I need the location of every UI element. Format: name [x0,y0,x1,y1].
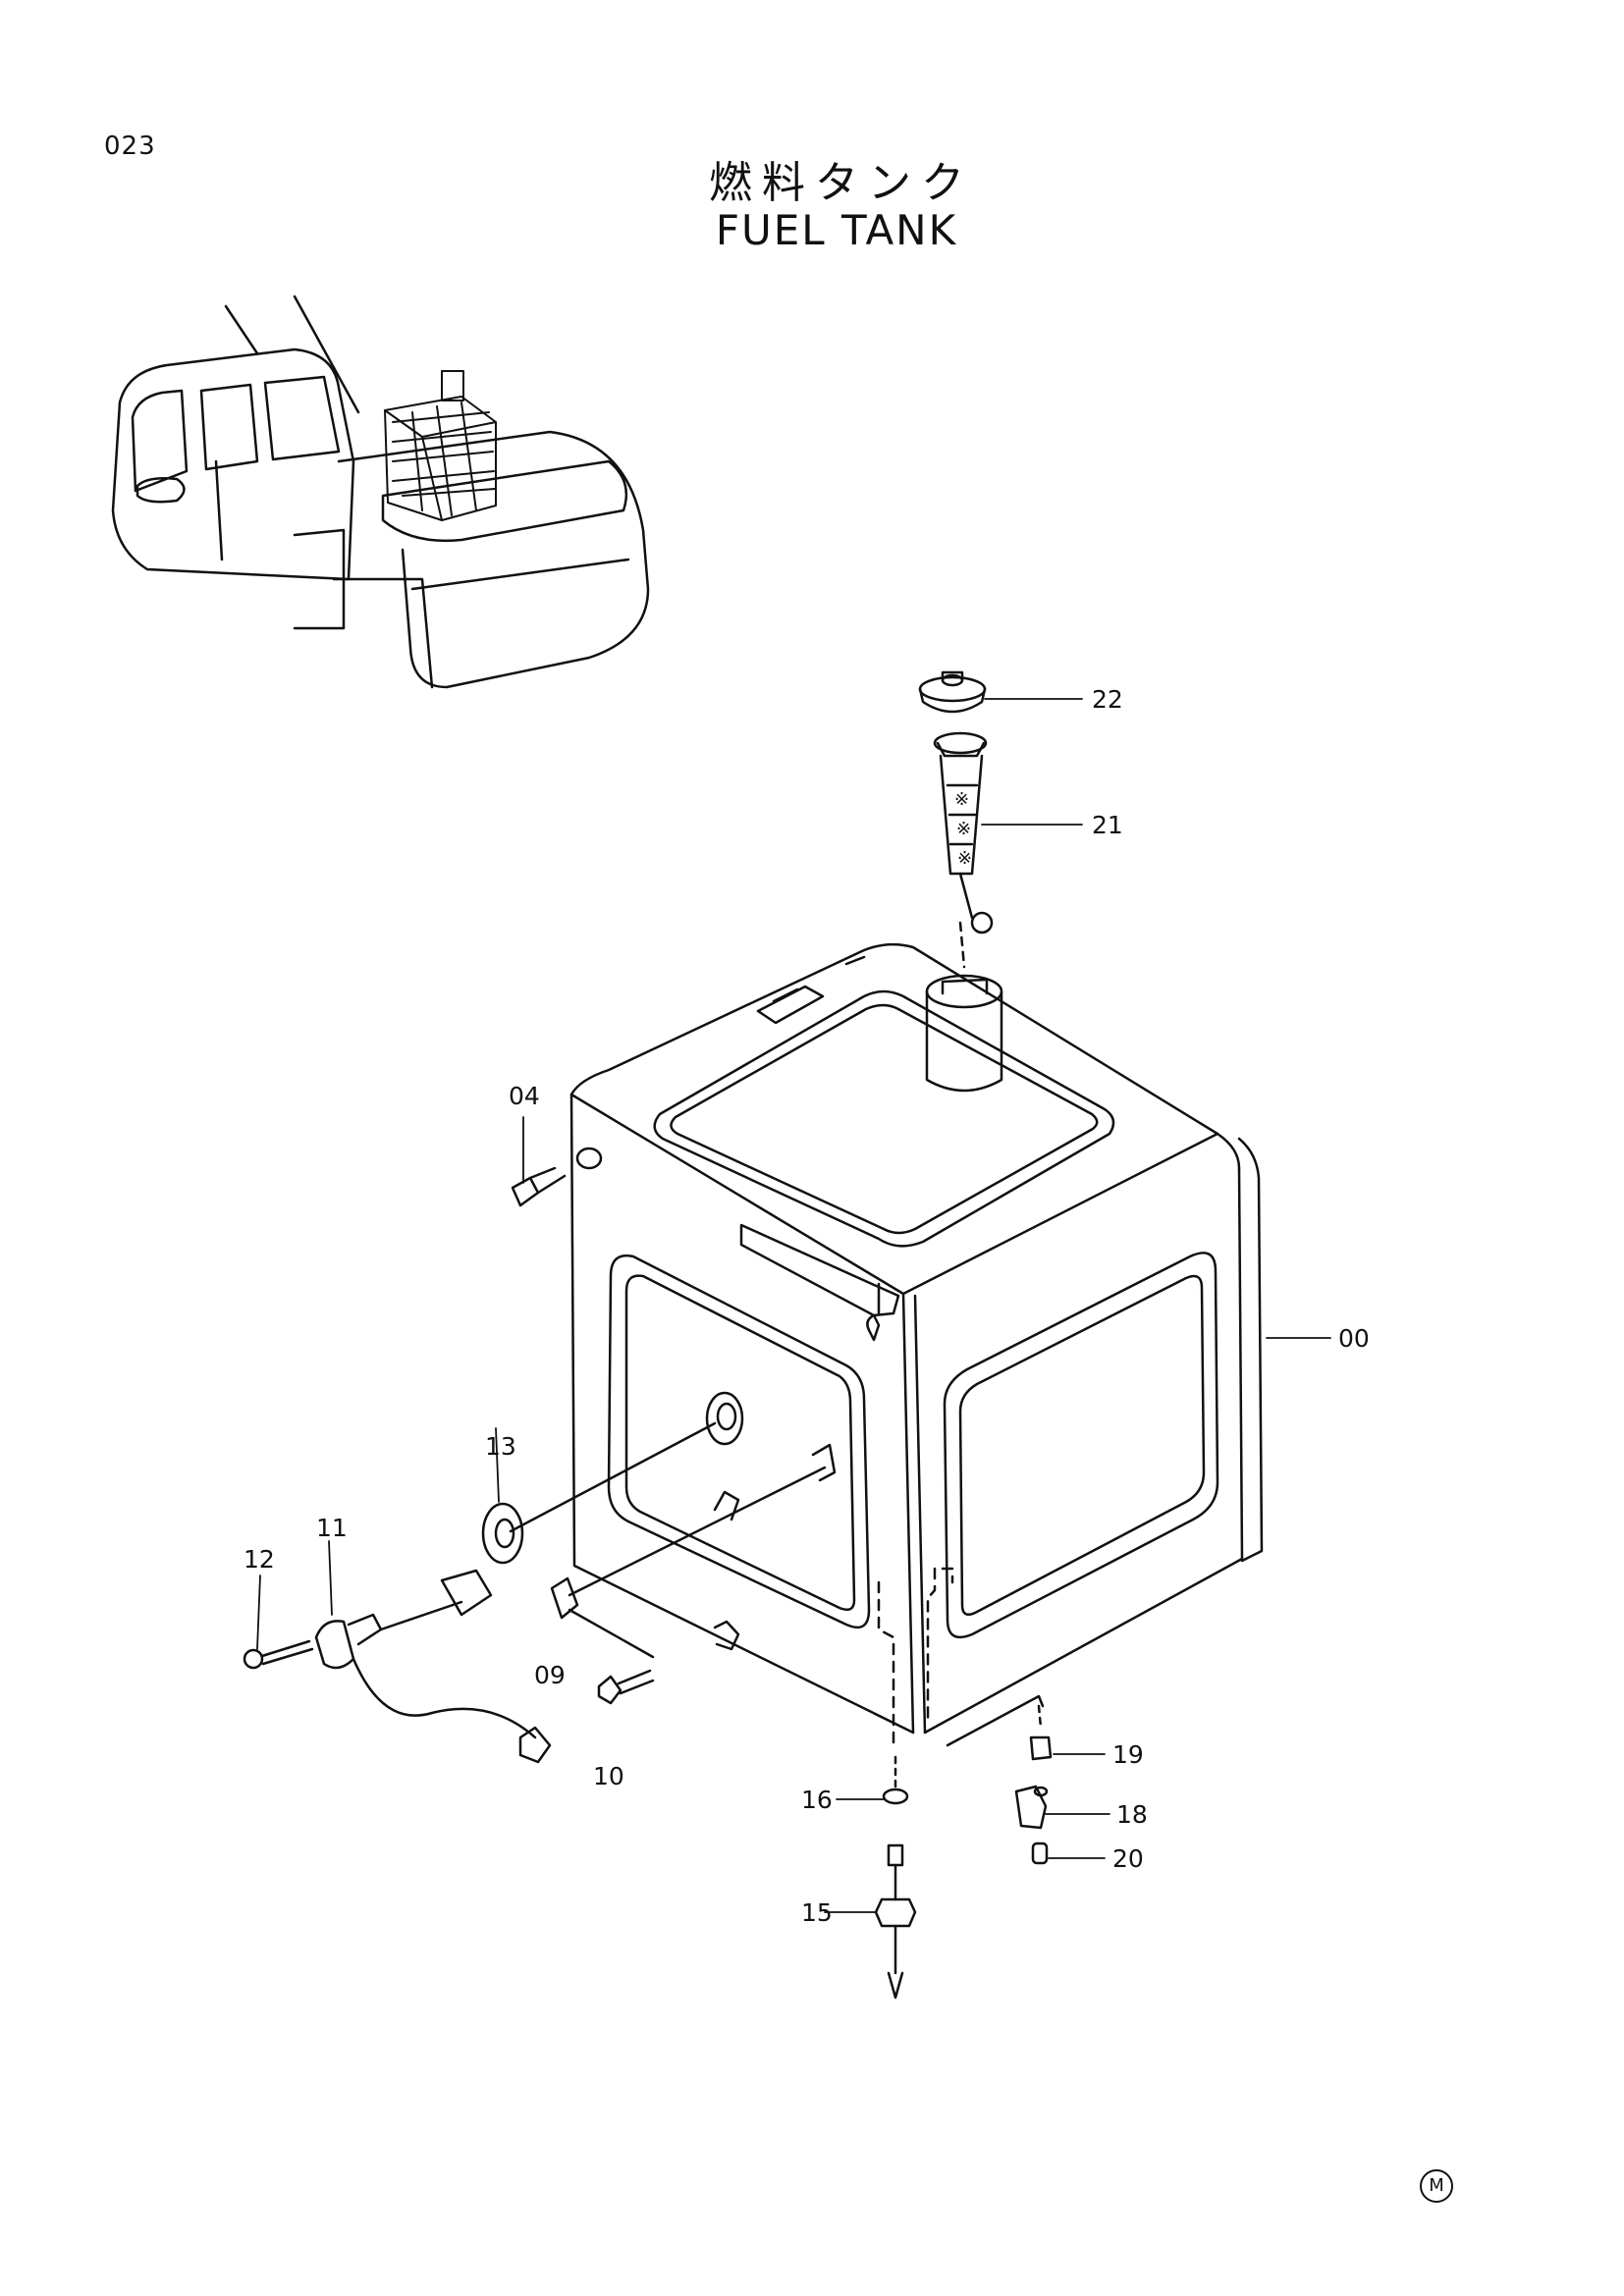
page-number: 023 [104,132,156,161]
callout-18: 18 [1116,1800,1148,1829]
callout-20: 20 [1112,1844,1144,1873]
part-19-elbow [1029,1704,1053,1761]
callout-15: 15 [801,1898,833,1927]
callout-labels: 22 21 00 04 13 11 12 09 10 16 15 19 18 2… [244,685,1370,1927]
part-12-screw [243,1639,314,1670]
callout-04: 04 [509,1082,540,1110]
callout-21: 21 [1092,811,1123,839]
fuel-cap [918,670,987,714]
part-13-gasket [481,1391,744,1565]
svg-text:※: ※ [956,819,971,839]
fuel-tank-body [569,942,1264,1749]
part-04-plug [511,1147,603,1207]
filler-strainer: ※ ※ ※ [933,731,994,969]
part-15-drain-valve [874,1843,917,2000]
excavator-location-view [111,294,650,689]
part-11-fuel-sender [314,1569,552,1764]
part-18-valve [1014,1785,1049,1830]
title-japanese: 燃料タンク [709,158,974,208]
part-09-clip [550,1443,837,1659]
callout-22: 22 [1092,685,1123,714]
svg-text:※: ※ [957,848,972,869]
callout-16: 16 [801,1786,833,1814]
manufacturer-mark: M [1420,2169,1453,2203]
callout-10: 10 [593,1762,624,1790]
callout-19: 19 [1112,1740,1144,1769]
part-16-washer [882,1755,909,1805]
title-english: FUEL TANK [715,206,958,254]
part-10-bolt [597,1669,655,1705]
callout-12: 12 [244,1545,275,1574]
callout-09: 09 [534,1661,566,1689]
leader-lines [256,698,1331,1913]
callout-11: 11 [316,1514,348,1542]
base-plate [946,1694,1045,1747]
svg-text:※: ※ [954,789,969,810]
callout-00: 00 [1338,1324,1370,1353]
part-20-plug [1031,1842,1049,1865]
callout-13: 13 [485,1432,516,1461]
